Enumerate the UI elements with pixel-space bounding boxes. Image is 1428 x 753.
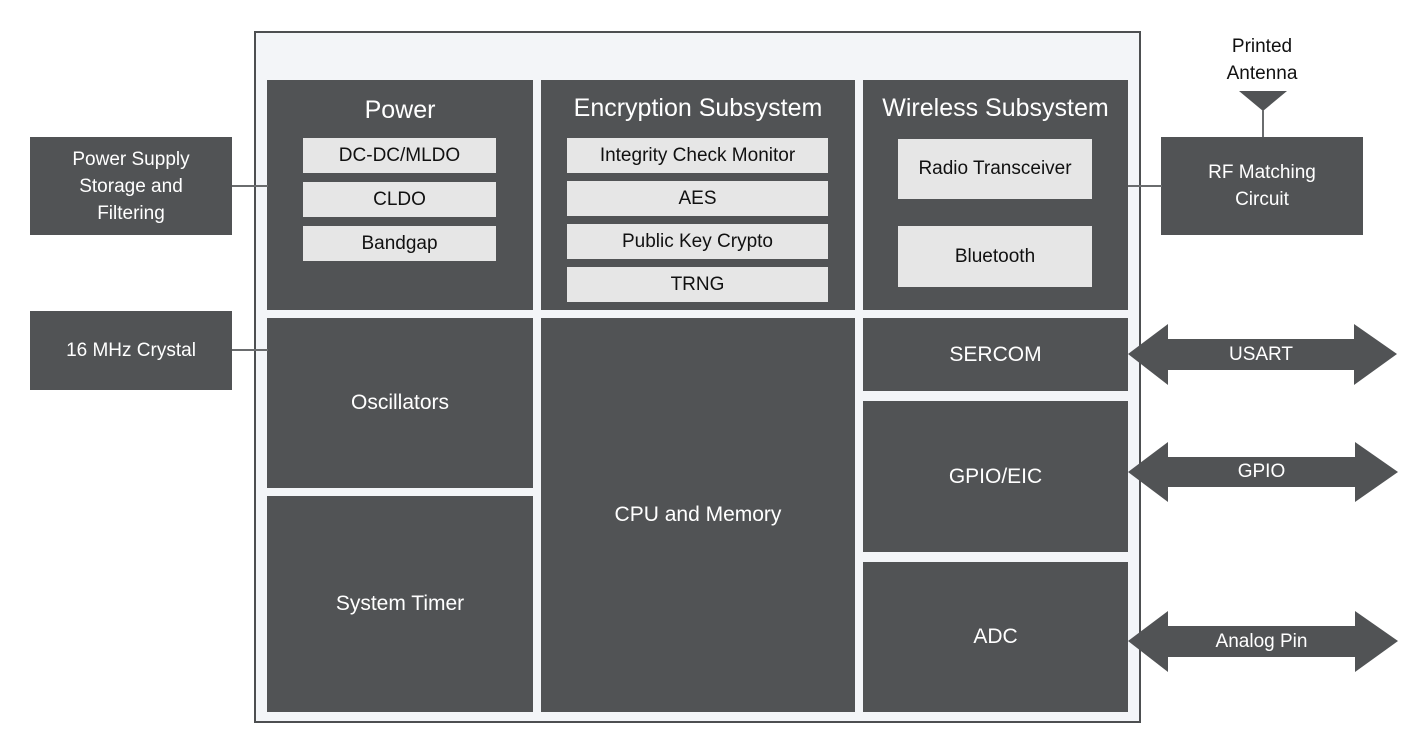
rf-connector [1128,185,1162,187]
encryption-item-aes: AES [567,181,828,216]
power-title: Power [364,96,436,124]
wireless-item-radio: Radio Transceiver [898,139,1092,199]
analog-pin-label: Analog Pin [1215,630,1308,652]
encryption-item-icm: Integrity Check Monitor [567,138,828,173]
adc-block: ADC [863,562,1128,712]
power-item-bandgap: Bandgap [303,226,496,261]
system-timer-block: System Timer [267,496,533,712]
encryption-item-pkc: Public Key Crypto [567,224,828,259]
wireless-title: Wireless Subsystem [882,94,1109,122]
crystal-connector [232,349,268,351]
wireless-item-bluetooth: Bluetooth [898,226,1092,287]
encryption-block: Encryption Subsystem Integrity Check Mon… [541,80,855,310]
gpio-label: GPIO [1237,461,1286,482]
antenna-label: Printed Antenna [1202,33,1322,87]
gpio-eic-block: GPIO/EIC [863,401,1128,552]
power-supply-block: Power Supply Storage and Filtering [30,137,232,235]
power-supply-label: Power Supply Storage and Filtering [72,148,190,224]
wireless-block: Wireless Subsystem Radio Transceiver Blu… [863,80,1128,310]
crystal-block: 16 MHz Crystal [30,311,232,390]
power-item-cldo: CLDO [303,182,496,217]
rf-matching-label: RF Matching Circuit [1208,162,1316,210]
cpu-memory-block: CPU and Memory [541,318,855,712]
power-item-dcdc: DC-DC/MLDO [303,138,496,173]
oscillators-block: Oscillators [267,318,533,488]
rf-matching-block: RF Matching Circuit [1161,137,1363,235]
encryption-item-trng: TRNG [567,267,828,302]
power-supply-connector [232,185,268,187]
usart-label: USART [1228,343,1294,365]
power-block: Power DC-DC/MLDO CLDO Bandgap [267,80,533,310]
encryption-title: Encryption Subsystem [573,94,823,122]
sercom-block: SERCOM [863,318,1128,391]
antenna-label-text: Printed Antenna [1226,36,1298,84]
